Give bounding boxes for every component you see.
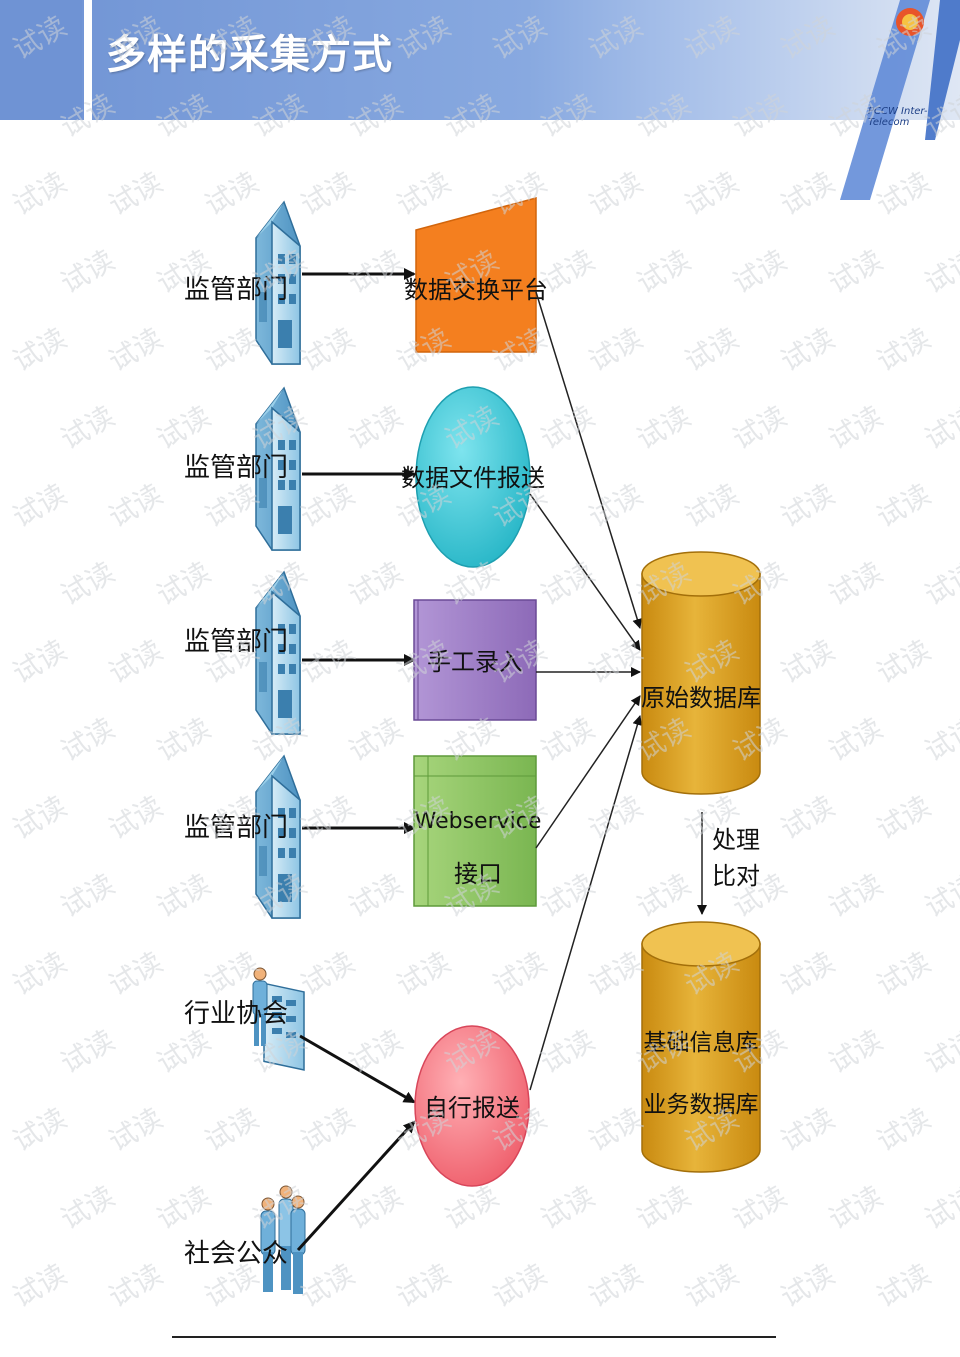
arrow-filereport-to-raw <box>529 493 641 651</box>
base-database-label-line2: 业务数据库 <box>644 1092 759 1118</box>
brand-text: PCCW Inter-Telecom <box>868 106 928 128</box>
logo-icon <box>840 0 960 200</box>
channel-webservice-label: Webservice <box>415 809 542 834</box>
arrow-selfreport-to-raw <box>529 715 643 1091</box>
source-label-2: 监管部门 <box>184 453 288 483</box>
channel-webservice-label2: 接口 <box>454 860 502 888</box>
header-divider <box>84 0 92 120</box>
page-title: 多样的采集方式 <box>106 32 393 78</box>
source-label-6: 社会公众 <box>184 1239 288 1269</box>
footer-divider <box>172 1336 776 1338</box>
header-left-block <box>0 0 82 120</box>
channel-exchange-label: 数据交换平台 <box>404 276 548 304</box>
channel-webservice <box>413 755 537 907</box>
industry-association-icon <box>252 967 305 1071</box>
base-database-cylinder <box>641 921 761 1173</box>
source-label-4: 监管部门 <box>184 813 288 843</box>
channel-file-report <box>415 386 531 568</box>
public-people-icon <box>260 1185 306 1294</box>
arrow-public-to-selfreport <box>296 1120 416 1252</box>
arrow-webservice-to-raw <box>535 695 641 849</box>
source-label-3: 监管部门 <box>184 627 288 657</box>
raw-database-cylinder <box>641 551 761 795</box>
arrow-association-to-selfreport <box>299 1034 416 1104</box>
source-building-1 <box>255 200 301 365</box>
channel-self-report-label: 自行报送 <box>424 1094 520 1122</box>
channel-manual-label: 手工录入 <box>427 648 523 676</box>
channel-manual-entry <box>413 599 537 721</box>
source-building-2 <box>255 386 301 551</box>
channel-self-report <box>414 1025 530 1187</box>
process-label-line2: 比对 <box>712 862 760 890</box>
source-label-1: 监管部门 <box>184 275 288 305</box>
base-database-label-line1: 基础信息库 <box>644 1030 759 1056</box>
channel-exchange-platform <box>415 197 537 353</box>
channel-file-report-label: 数据文件报送 <box>401 464 545 492</box>
source-building-3 <box>255 570 301 735</box>
arrow-exchange-to-raw <box>535 291 643 629</box>
source-building-4 <box>255 754 301 919</box>
raw-database-label: 原始数据库 <box>641 684 761 712</box>
source-label-5: 行业协会 <box>184 999 288 1029</box>
process-label-line1: 处理 <box>712 826 760 854</box>
header-banner: 多样的采集方式 PCCW Inter-Telecom <box>0 0 960 200</box>
